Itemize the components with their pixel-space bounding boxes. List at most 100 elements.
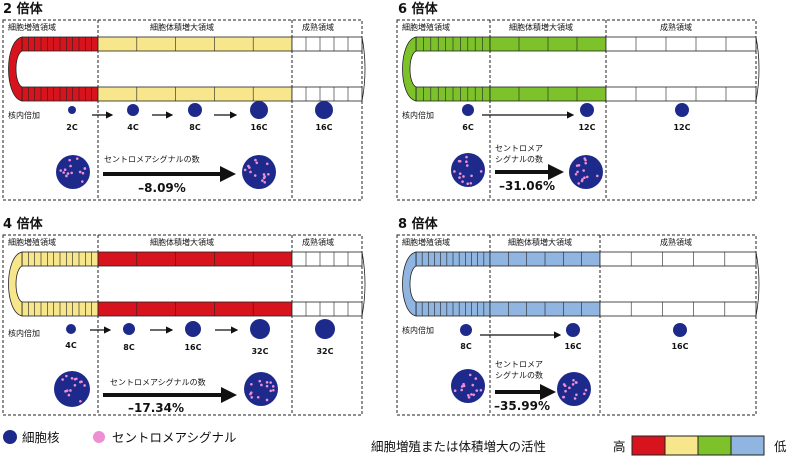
centromere-signal [595, 174, 599, 178]
root-zone-band [291, 251, 363, 267]
nucleus [566, 323, 580, 337]
centromere-signal [65, 174, 68, 178]
centromere-signal [263, 181, 267, 184]
centromere-signal [575, 381, 578, 384]
panel-title: 6 倍体 [398, 1, 439, 17]
activity-swatch [664, 435, 699, 456]
centromere-signal [479, 388, 483, 392]
nucleus [68, 106, 76, 114]
centromere-signal [83, 384, 86, 387]
centromere-signal [581, 178, 584, 181]
centromere-signal [64, 390, 67, 393]
signal-count-label: セントロメア [495, 360, 543, 369]
centromere-signal [465, 164, 469, 167]
centromere-signal [79, 399, 82, 403]
centromere-signal [585, 175, 589, 179]
activity-color-scale [631, 435, 765, 456]
ploidy-label: 12C [578, 123, 595, 132]
ploidy-label: 16C [250, 123, 267, 132]
nucleus [675, 103, 689, 117]
panel-tetraploid: 4 倍体 細胞増殖領域 細胞体積増大領域 成熟領域 核内倍加 4C 8C 16C… [2, 216, 366, 416]
centromere-signal [83, 167, 87, 170]
ploidy-label: 8C [123, 343, 135, 352]
nucleus [315, 101, 333, 119]
signal-change-percent: –31.06% [499, 179, 555, 193]
centromere-signal [467, 394, 470, 397]
endoreduplication-label: 核内倍加 [402, 110, 434, 120]
activity-swatch [730, 435, 765, 456]
centromere-signal [271, 385, 275, 388]
ploidy-label: 16C [184, 343, 201, 352]
activity-legend-label: 細胞増殖または体積増大の活性 [371, 439, 546, 454]
centromere-signal [575, 393, 578, 397]
ploidy-label: 32C [251, 347, 268, 356]
centromere-signal [562, 395, 566, 399]
centromere-signal [466, 182, 470, 186]
root-zone-band [291, 86, 363, 102]
centromere-signal [563, 384, 567, 388]
centromere-nucleus-left [451, 153, 485, 187]
nucleus-row: 8C 16C 16C [460, 323, 689, 351]
centromere-signal [583, 392, 586, 396]
panel-octoploid: 8 倍体 細胞増殖領域 細胞体積増大領域 成熟領域 核内倍加 8C 16C 16… [396, 216, 760, 416]
centromere-signal [78, 170, 82, 174]
centromere-signal [69, 164, 72, 168]
centromere-signal [260, 383, 263, 387]
nucleus [451, 369, 485, 403]
signal-count-label: セントロメアシグナルの数 [104, 154, 200, 164]
endoreduplication-label: 核内倍加 [8, 110, 40, 120]
centromere-signal [460, 385, 464, 388]
ploidy-label: 8C [460, 342, 472, 351]
nucleus [123, 323, 135, 335]
centromere-signal [267, 172, 270, 176]
ploidy-label: 2C [66, 123, 78, 132]
centromere-nucleus-left [54, 371, 90, 407]
activity-swatch [631, 435, 666, 456]
root-zone-band [97, 86, 293, 102]
centromere-signal [262, 173, 266, 176]
root-zone-band [599, 251, 757, 267]
root-tip [402, 251, 417, 317]
root-end [755, 251, 760, 317]
root-upper-strip [8, 36, 366, 102]
signal-count-label: シグナルの数 [495, 154, 543, 164]
nucleus [580, 103, 594, 117]
centromere-signal [577, 164, 581, 167]
nucleus [557, 372, 591, 406]
root-end [361, 251, 366, 317]
centromere-signal [453, 170, 456, 173]
centromere-signal [475, 389, 479, 392]
nucleus [188, 103, 202, 117]
centromere-signal [249, 170, 252, 174]
centromere-signal [73, 383, 77, 387]
activity-low-label: 低 [774, 439, 787, 454]
zone-label-expansion: 細胞体積増大領域 [150, 22, 214, 32]
zone-label-expansion: 細胞体積増大領域 [508, 237, 572, 247]
panel-title: 4 倍体 [3, 216, 44, 232]
nucleus [315, 319, 335, 339]
centromere-signal [65, 374, 68, 378]
centromere-signal [256, 395, 260, 399]
nucleus-row: 6C 12C 12C [462, 103, 691, 132]
ploidy-label: 16C [564, 342, 581, 351]
centromere-nucleus-left [451, 369, 485, 403]
nucleus [250, 319, 270, 339]
centromere-signal [253, 174, 257, 177]
nucleus [462, 104, 474, 116]
centromere-signal [470, 393, 473, 396]
nucleus-legend-swatch [3, 430, 17, 444]
centromere-signal [68, 158, 71, 162]
centromere-signal [584, 161, 588, 165]
root-zone-band [97, 251, 293, 267]
legend: 細胞核 セントロメアシグナル 細胞増殖または体積増大の活性 高 低 [3, 430, 787, 456]
centromere-signal [265, 162, 269, 166]
centromere-signal [81, 171, 85, 175]
centromere-signal [584, 388, 588, 392]
centromere-signal [465, 160, 468, 164]
signal-count-label: セントロメアシグナルの数 [110, 377, 206, 387]
panel-border [2, 19, 363, 201]
zone-label-proliferation: 細胞増殖領域 [402, 237, 450, 247]
centromere-nucleus-right [242, 155, 276, 189]
centromere-signal [243, 168, 247, 172]
